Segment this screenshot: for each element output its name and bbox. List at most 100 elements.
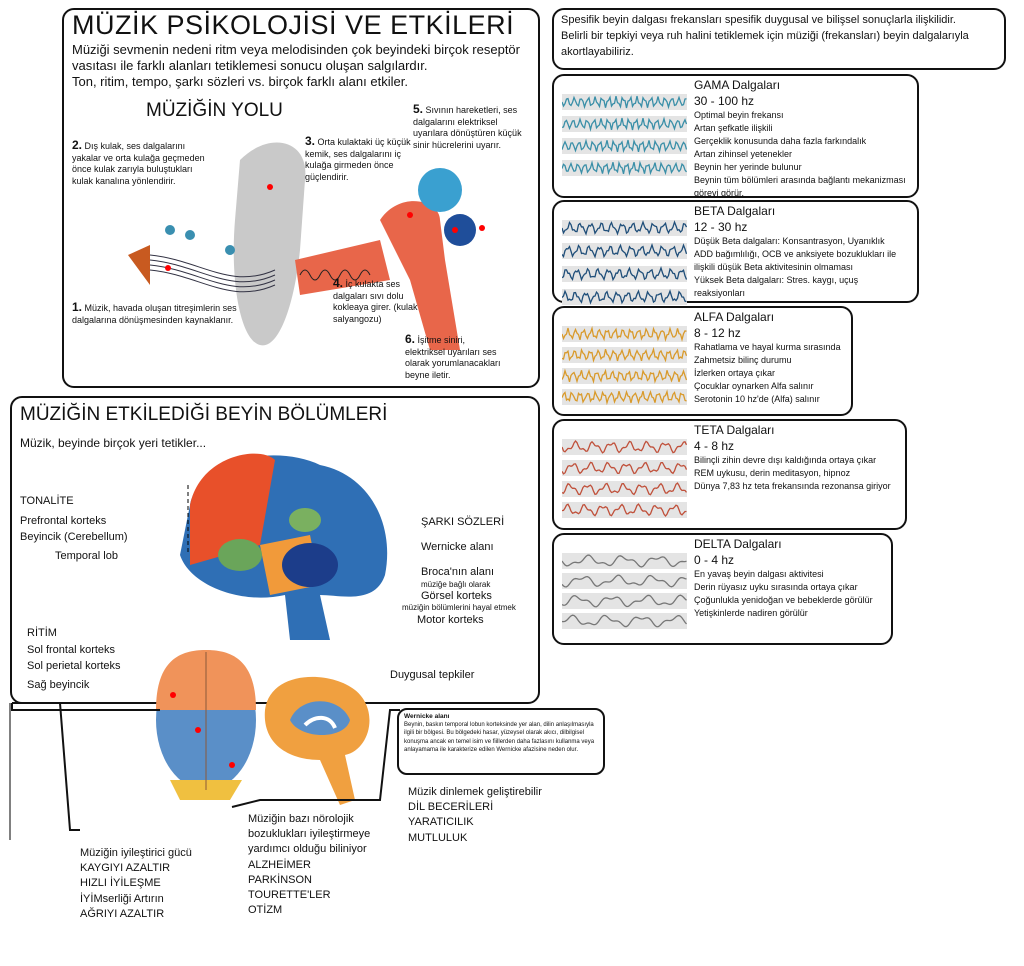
wave-property: REM uykusu, derin meditasyon, hipnoz <box>694 468 851 479</box>
waves-intro-line: Belirli bir tepkiyi veya ruh halini teti… <box>561 30 969 42</box>
label-broca: Broca'nın alanı <box>421 566 495 578</box>
label-duygusal: Duygusal tepkiler <box>390 669 475 681</box>
page-title: MÜZİK PSİKOLOJİSİ VE ETKİLERİ <box>72 10 515 40</box>
alfa-wave-trace <box>562 368 687 384</box>
step-6: 6. İşitme siniri, elektriksel uyarıları … <box>405 332 501 380</box>
label-gorsel: Görsel korteks <box>421 590 492 602</box>
label-wernicke: Wernicke alanı <box>421 541 494 553</box>
alfa-wave-trace <box>562 326 687 342</box>
waves-intro-line: Spesifik beyin dalgası frekansları spesi… <box>561 14 956 26</box>
wave-name: BETA Dalgaları <box>694 204 776 218</box>
beta-wave-trace <box>562 243 687 259</box>
wave-property: Rahatlama ve hayal kurma sırasında <box>694 342 841 353</box>
label-temporal: Temporal lob <box>55 550 118 562</box>
label-tonalite: TONALİTE <box>20 495 74 507</box>
brain-top-and-section <box>9 650 400 840</box>
brain-subtitle: Müzik, beyinde birçok yeri tetikler... <box>20 436 207 450</box>
path-title: MÜZİĞİN YOLU <box>146 100 283 121</box>
list-item: Müziğin iyileştirici gücü <box>80 847 192 859</box>
wave-property: Düşük Beta dalgaları: Konsantrasyon, Uya… <box>694 236 885 247</box>
wave-property: Derin rüyasız uyku sırasında ortaya çıka… <box>694 582 858 593</box>
list-item: Müzik dinlemek geliştirebilir <box>408 786 542 798</box>
list-item: Müziğin bazı nörolojik <box>248 813 354 825</box>
beta-wave-trace <box>562 220 687 236</box>
label-sol-frontal: Sol frontal korteks <box>27 644 116 656</box>
list-item: ALZHEİMER <box>248 858 311 871</box>
waves-intro-box <box>552 8 1006 70</box>
beta-wave-trace <box>562 266 687 282</box>
list-item: İYİMserliği Artırın <box>80 892 164 905</box>
intro-line: Müziği sevmenin nedeni ritm veya melodis… <box>72 42 520 57</box>
delta-wave-trace <box>562 553 687 569</box>
list-item: bozuklukları iyileştirmeye <box>248 828 371 841</box>
gama-wave-trace <box>562 94 687 110</box>
teta-wave-trace <box>562 502 687 518</box>
wave-range: 8 - 12 hz <box>694 325 741 340</box>
list-item: DİL BECERİLERİ <box>408 801 494 814</box>
intro-line: vasıtası ile farklı alanları tetiklemesi… <box>72 58 428 73</box>
step-2: 2. Dış kulak, ses dalgalarını yakalar ve… <box>72 138 205 186</box>
brain-illustration <box>180 453 388 640</box>
intro-line: Ton, ritim, tempo, şarkı sözleri vs. bir… <box>72 74 408 89</box>
waves-intro-line: akortlayabiliriz. <box>561 46 634 58</box>
list-item: YARATICILIK <box>408 816 474 829</box>
list-item: KAYGIYI AZALTIR <box>80 862 171 875</box>
list-item: PARKİNSON <box>248 873 312 886</box>
delta-wave-trace <box>562 573 687 589</box>
wave-range: 12 - 30 hz <box>694 219 748 234</box>
wave-range: 4 - 8 hz <box>694 438 735 453</box>
teta-wave-trace <box>562 481 687 497</box>
wernicke-note <box>397 708 605 775</box>
neuro-list: Müziğin bazı nörolojik bozuklukları iyil… <box>248 812 370 918</box>
wave-property: Dünya 7,83 hz teta frekansında rezonansa… <box>694 481 891 492</box>
label-sol-perietal: Sol perietal korteks <box>27 660 121 672</box>
wave-property: İzlerken ortaya çıkar <box>694 368 776 379</box>
label-cerebellum: Beyincik (Cerebellum) <box>20 531 128 543</box>
label-sarki: ŞARKI SÖZLERİ <box>421 516 505 528</box>
list-item: HIZLI İYİLEŞME <box>80 877 161 890</box>
step-4: 4. İç kulakta ses dalgaları sıvı dolu ko… <box>333 276 418 324</box>
wave-property: Bilinçli zihin devre dışı kaldığında ort… <box>694 455 877 466</box>
list-item: TOURETTE'LER <box>248 888 331 901</box>
wave-property: En yavaş beyin dalgası aktivitesi <box>694 569 824 580</box>
wave-property: Yüksek Beta dalgaları: Stres. kaygı, uçu… <box>694 275 859 299</box>
wave-name: TETA Dalgaları <box>694 423 775 437</box>
gama-wave-trace <box>562 160 687 176</box>
list-item: AĞRIYI AZALTIR <box>80 907 165 920</box>
wave-name: GAMA Dalgaları <box>694 78 781 92</box>
alfa-wave-trace <box>562 347 687 363</box>
label-ritim: RİTİM <box>27 627 57 639</box>
wave-property: Zahmetsiz bilinç durumu <box>694 355 792 366</box>
wave-range: 30 - 100 hz <box>694 93 755 108</box>
wave-property: Beynin her yerinde bulunur <box>694 162 802 173</box>
step-3: 3. Orta kulaktaki üç küçük kemik, ses da… <box>305 134 411 182</box>
wernicke-note-title: Wernicke alanı <box>404 713 450 720</box>
gama-wave-trace <box>562 116 687 132</box>
wave-property: Yetişkinlerde nadiren görülür <box>694 608 808 619</box>
label-motor: Motor korteks <box>417 614 484 626</box>
delta-wave-trace <box>562 613 687 629</box>
delta-wave-trace <box>562 593 687 609</box>
wave-property: Serotonin 10 hz'de (Alfa) salınır <box>694 394 820 405</box>
step-5: 5. Sıvının hareketleri, ses dalgalarını … <box>413 102 522 150</box>
alfa-wave-trace <box>562 389 687 405</box>
gama-wave-trace <box>562 138 687 154</box>
step-1: 1. Müzik, havada oluşan titreşimlerin se… <box>72 300 237 325</box>
wave-property: Gerçeklik konusunda daha fazla farkındal… <box>694 136 867 147</box>
wave-property: Beynin tüm bölümleri arasında bağlantı m… <box>694 175 906 199</box>
wave-property: Çocuklar oynarken Alfa salınır <box>694 381 814 392</box>
label-broca-sub: müziğe bağlı olarak <box>421 580 491 589</box>
label-gorsel-sub: müziğin bölümlerini hayal etmek <box>402 603 516 612</box>
list-item: yardımcı olduğu biliniyor <box>248 843 367 856</box>
brain-title: MÜZİĞİN ETKİLEDİĞİ BEYİN BÖLÜMLERİ <box>20 404 388 425</box>
ear-illustration <box>128 142 485 350</box>
teta-wave-trace <box>562 439 687 455</box>
wave-name: ALFA Dalgaları <box>694 310 775 324</box>
wave-name: DELTA Dalgaları <box>694 537 782 551</box>
healing-list: Müziğin iyileştirici gücü KAYGIYI AZALTI… <box>80 846 192 922</box>
